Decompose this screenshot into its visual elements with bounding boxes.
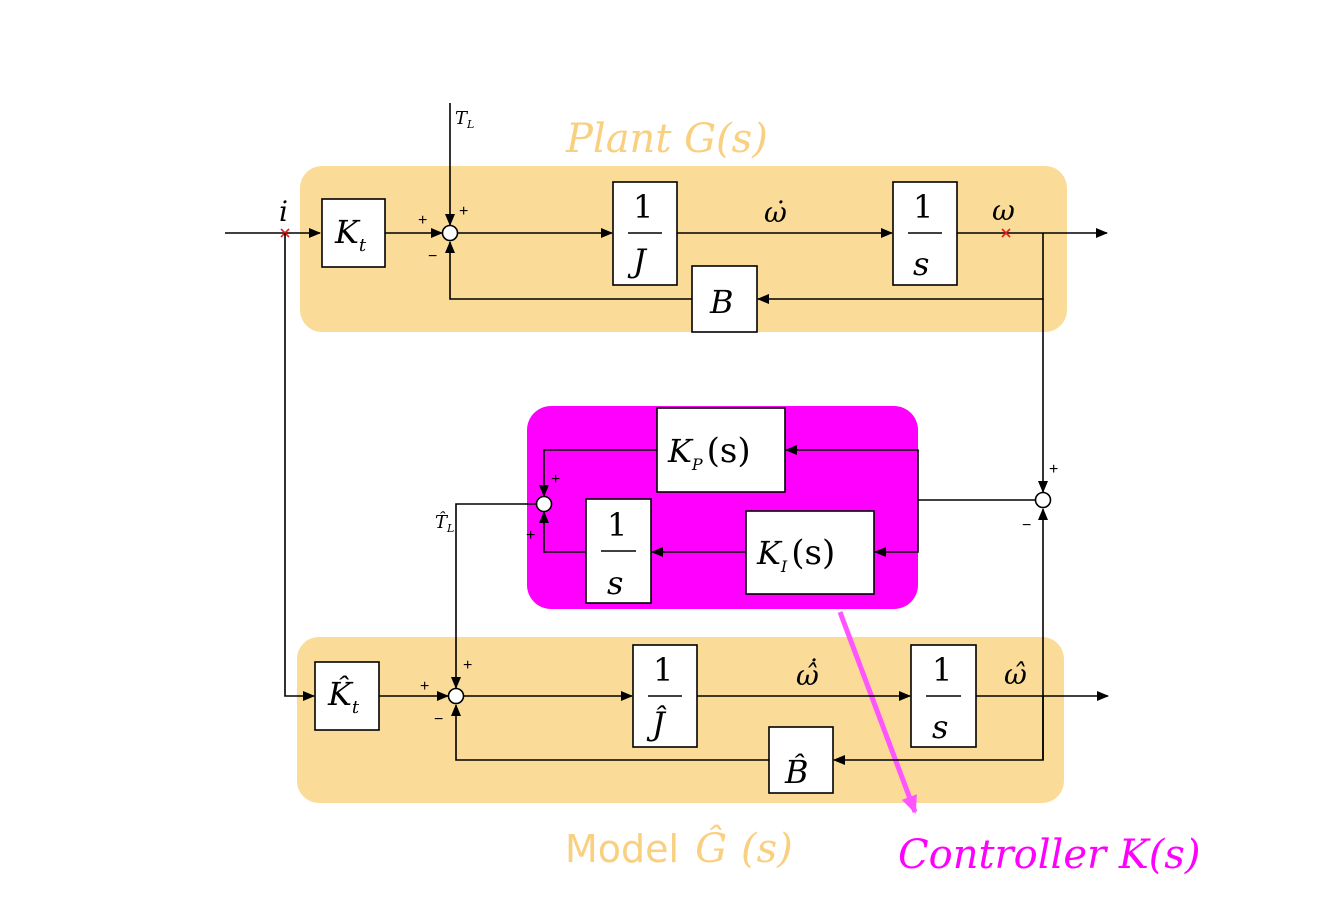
controller-sum-junction xyxy=(535,495,553,513)
kp-block xyxy=(656,407,786,493)
load-torque-label: TL xyxy=(455,108,474,131)
kp-to-sum-wire xyxy=(539,449,657,497)
omega-label: ω xyxy=(992,194,1015,227)
omega-hat-label: ω̂ xyxy=(1004,658,1027,691)
ki-block-label: KI(s) xyxy=(756,533,835,576)
model-inverse-inertia-numerator: 1 xyxy=(653,651,673,689)
controller-sum-plus-bottom: + xyxy=(526,527,535,544)
integrator-to-sum-wire xyxy=(539,511,586,553)
damping-block-label: B xyxy=(709,283,734,321)
error-sum-minus: − xyxy=(1022,517,1031,534)
error-to-kp-wire xyxy=(785,445,919,500)
controller-sum-plus-top: + xyxy=(551,471,560,488)
model-sum-plus-left: + xyxy=(420,678,429,695)
model-sum-minus: − xyxy=(434,711,443,728)
model-label: Model Ĝ (s) xyxy=(565,825,793,872)
controller-integrator-numerator: 1 xyxy=(607,506,627,544)
inverse-inertia-denominator: J xyxy=(627,242,648,280)
plant-sum-plus-top: + xyxy=(459,203,468,220)
kt-block-label: Kt xyxy=(334,213,367,256)
input-to-model-wire xyxy=(284,233,315,701)
estimated-load-torque-label: T̂L xyxy=(435,511,454,535)
error-sum-plus: + xyxy=(1049,461,1058,478)
model-inverse-inertia-denominator: Ĵ xyxy=(646,705,667,743)
model-sum-plus-top: + xyxy=(463,657,472,674)
plant-label: Plant G(s) xyxy=(565,116,768,162)
controller-integrator-denominator: s xyxy=(607,564,623,602)
controller-pointer-arrow xyxy=(837,611,918,814)
kt-hat-block-label: K̂t xyxy=(327,675,360,718)
plant-integrator-numerator: 1 xyxy=(913,188,933,226)
error-sum-junction xyxy=(1034,491,1052,509)
plant-sum-minus: − xyxy=(428,248,437,265)
model-sum-junction xyxy=(447,687,465,705)
plant-sum-junction xyxy=(441,224,459,242)
omega-hat-dot-label: ω̂̇ xyxy=(796,658,819,692)
damping-block xyxy=(691,265,758,333)
controller-label: Controller K(s) xyxy=(898,832,1200,878)
model-integrator-denominator: s xyxy=(932,708,948,746)
omega-cross-marker xyxy=(1001,228,1011,238)
model-feedback-wire xyxy=(833,696,1044,765)
input-signal-label: i xyxy=(279,195,288,228)
model-damping-to-sum-wire xyxy=(451,704,769,761)
ki-block xyxy=(745,510,875,595)
model-damping-block-label: B̂ xyxy=(784,753,809,791)
error-to-ki-wire xyxy=(874,500,919,557)
inverse-inertia-numerator: 1 xyxy=(633,188,653,226)
model-integrator-numerator: 1 xyxy=(932,651,952,689)
estimated-load-torque-wire xyxy=(451,503,537,689)
model-damping-block xyxy=(768,726,834,794)
kp-block-label: KP(s) xyxy=(667,431,751,474)
damping-to-sum-wire xyxy=(445,241,692,300)
plant-region xyxy=(300,166,1067,332)
plant-sum-plus-left: + xyxy=(418,212,427,229)
plant-integrator-denominator: s xyxy=(913,245,929,283)
omega-dot-label: ω̇ xyxy=(764,196,787,229)
